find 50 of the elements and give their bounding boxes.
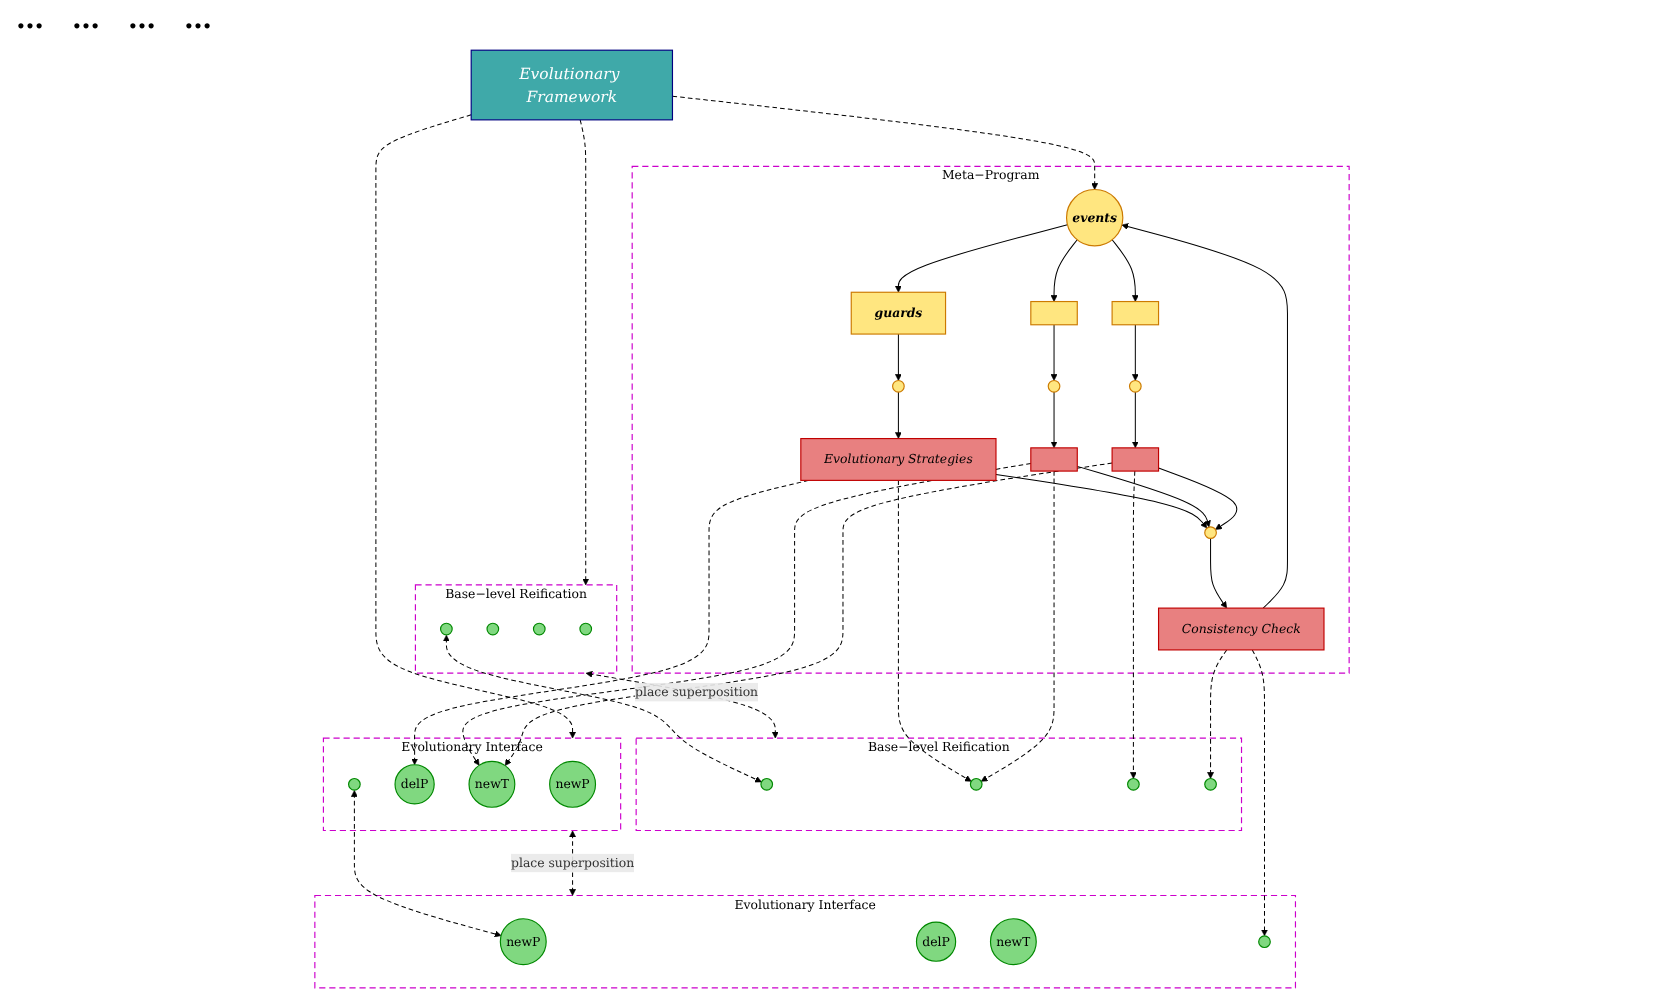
arrow bbox=[375, 114, 576, 739]
node-circle bbox=[348, 777, 361, 791]
arrow bbox=[995, 473, 1208, 529]
node-circle bbox=[486, 622, 500, 636]
node-box bbox=[1030, 300, 1078, 326]
arrow bbox=[443, 634, 762, 783]
arrow bbox=[569, 830, 576, 896]
arrow bbox=[1121, 223, 1288, 609]
arrow bbox=[671, 95, 1099, 190]
node-circle bbox=[1128, 379, 1142, 393]
arrow bbox=[1050, 324, 1058, 381]
arrow bbox=[1050, 391, 1058, 449]
arrow bbox=[462, 462, 1032, 766]
arrow bbox=[1131, 391, 1139, 449]
node-circle bbox=[440, 622, 453, 636]
node-circle bbox=[892, 379, 905, 393]
arrow bbox=[1251, 649, 1268, 937]
ellipsis-label: … bbox=[128, 4, 156, 40]
ellipsis-label: … bbox=[16, 4, 44, 40]
arrow bbox=[895, 333, 902, 381]
node-circle bbox=[760, 777, 774, 791]
node-circle bbox=[1204, 777, 1217, 791]
ellipsis-label: … bbox=[184, 4, 212, 40]
arrow bbox=[1111, 239, 1139, 302]
node-box bbox=[1111, 300, 1160, 326]
node-circle bbox=[532, 622, 546, 636]
node-circle bbox=[1204, 526, 1217, 540]
node-circle bbox=[579, 622, 593, 636]
arrow bbox=[504, 462, 1113, 766]
arrow bbox=[1130, 470, 1137, 779]
arrow bbox=[895, 391, 902, 439]
node-circle bbox=[1127, 777, 1140, 791]
ellipsis-label: … bbox=[72, 4, 100, 40]
arrow bbox=[579, 119, 590, 586]
arrow bbox=[980, 470, 1055, 782]
node-circle bbox=[1258, 935, 1271, 949]
node-box bbox=[1111, 447, 1160, 472]
arrow bbox=[1207, 649, 1228, 779]
arrow bbox=[897, 479, 972, 782]
arrow bbox=[351, 790, 502, 938]
arrow bbox=[1158, 467, 1238, 530]
arrow bbox=[585, 670, 779, 739]
arrow bbox=[1131, 324, 1139, 381]
node-circle bbox=[969, 777, 983, 791]
arrow bbox=[1050, 239, 1078, 302]
node-circle bbox=[1047, 379, 1061, 393]
node-box bbox=[1030, 447, 1078, 472]
arrow bbox=[895, 224, 1068, 293]
arrow bbox=[1210, 537, 1228, 609]
arrow bbox=[1076, 465, 1211, 528]
